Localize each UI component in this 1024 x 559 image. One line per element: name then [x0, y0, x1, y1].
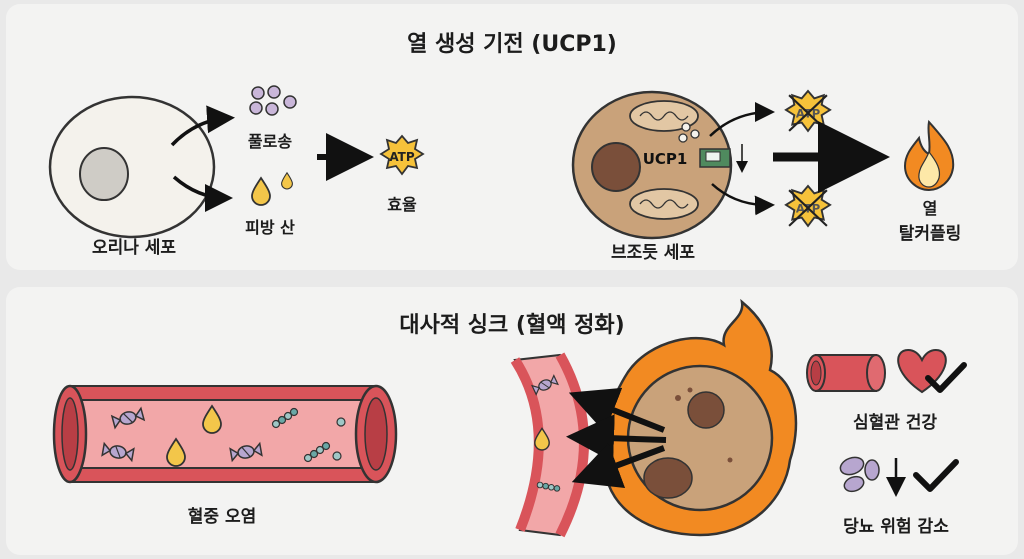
vessel-tube-icon — [806, 354, 886, 392]
curved-vessel — [510, 352, 589, 538]
small-molecules-icon — [678, 122, 700, 143]
atp-burst-icon: ATP — [380, 135, 424, 175]
atp-crossed-icon: ATP — [785, 185, 831, 227]
fatty-acid-output-label: 피방 산 — [245, 218, 295, 237]
diabetes-label: 당뇨 위험 감소 — [843, 517, 949, 537]
check-icon — [913, 459, 959, 492]
top-title: 열 생성 기전 (UCP1) — [407, 32, 617, 57]
heat-label-line2: 탈커플링 — [898, 224, 962, 244]
vessel-label: 혈중 오염 — [187, 507, 257, 527]
atp-label: ATP — [389, 150, 415, 164]
glucose-output-label: 풀로송 — [247, 132, 293, 151]
arrow-icon — [711, 183, 775, 216]
brown-fat-cell-nucleus — [591, 142, 641, 192]
white-fat-cell — [48, 95, 216, 239]
flame-icon — [903, 119, 955, 192]
fat-droplet-icon — [251, 172, 293, 206]
efficiency-label: 효율 — [387, 195, 417, 214]
atp-crossed-icon: ATP — [785, 90, 831, 132]
glucose-icon — [839, 456, 880, 493]
arrow-icon — [709, 102, 775, 137]
burning-brown-cell — [602, 298, 798, 537]
glucose-molecules-icon — [249, 85, 297, 116]
ucp1-label: UCP1 — [643, 150, 688, 168]
white-cell-label: 오리나 세포 — [91, 238, 177, 258]
arrow-icon — [172, 175, 233, 212]
arrow-icon — [170, 105, 235, 147]
cardio-label: 심혈관 건강 — [852, 413, 938, 433]
bottom-title: 대사적 싱크 (혈액 정화) — [399, 313, 625, 338]
fat-chain-icon — [271, 407, 346, 463]
white-fat-cell-nucleus — [79, 147, 129, 201]
check-icon — [925, 362, 967, 393]
arrow-icon — [566, 387, 667, 489]
mitochondria-icon — [629, 100, 699, 220]
brown-cell-label: 브조듯 세포 — [610, 243, 696, 263]
blood-vessel — [52, 384, 398, 484]
heat-label-line1: 열 — [922, 199, 938, 218]
